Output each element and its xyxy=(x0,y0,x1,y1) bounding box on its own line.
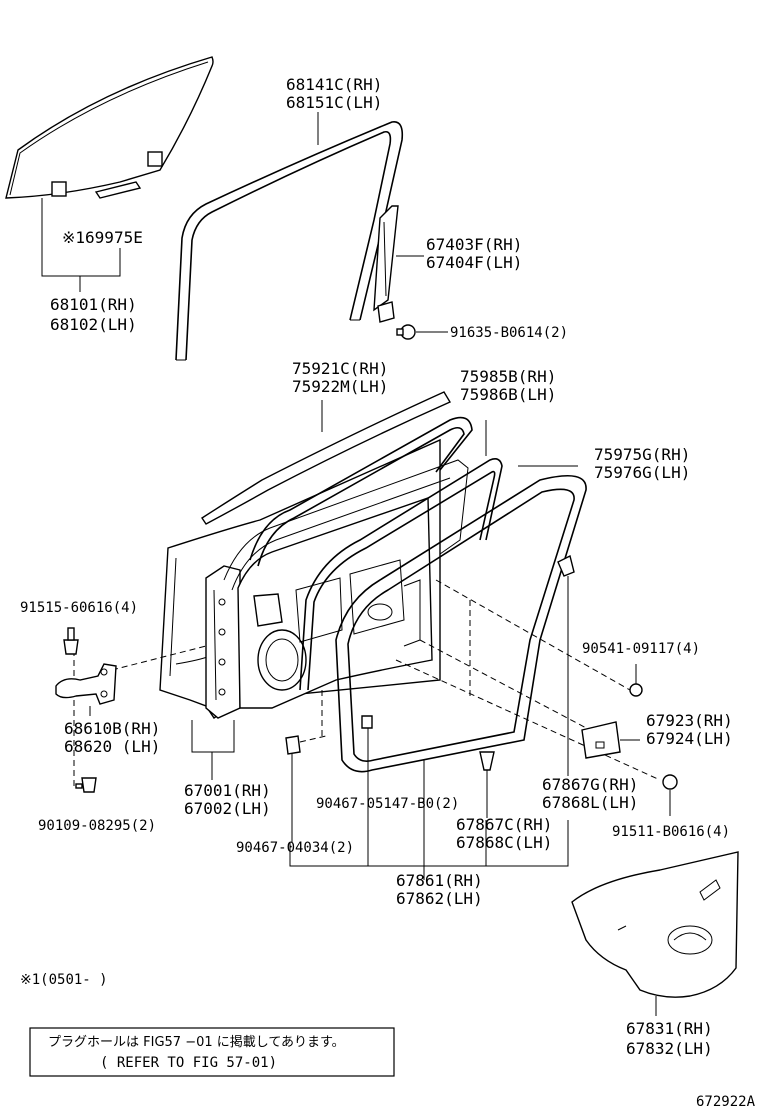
label-clip-90541: 90541-09117(4) xyxy=(582,641,700,657)
label-service-cover-rh: 67923(RH) xyxy=(646,711,733,730)
label-trim-board-lh: 67832(LH) xyxy=(626,1039,713,1058)
label-trim-board-rh: 67831(RH) xyxy=(626,1019,713,1038)
belt-molding-drawing xyxy=(201,391,452,525)
small-parts xyxy=(55,554,678,842)
label-service-cover-lh: 67924(LH) xyxy=(646,729,733,748)
label-weatherstrip-outer-rh: 75985B(RH) xyxy=(460,367,556,386)
door-panel-drawing xyxy=(159,438,469,780)
label-weatherstrip-inner-lh: 75976G(LH) xyxy=(594,463,690,482)
label-hinge-lh: 68620 (LH) xyxy=(64,737,160,756)
label-bolt-91511: 91511-B0616(4) xyxy=(612,824,730,840)
label-clip-67867c-lh: 67868C(LH) xyxy=(456,833,552,852)
label-rear-channel-lh: 67404F(LH) xyxy=(426,253,522,272)
rear-channel-drawing xyxy=(373,205,448,340)
label-brackets xyxy=(289,790,569,880)
label-run-channel-lh: 68151C(LH) xyxy=(286,93,382,112)
door-weatherstrip-drawing xyxy=(335,474,587,880)
label-rear-channel-rh: 67403F(RH) xyxy=(426,235,522,254)
label-hinge-rh: 68610B(RH) xyxy=(64,719,160,738)
leader-lines xyxy=(73,579,661,790)
label-glass-note: ※169975E xyxy=(62,228,143,247)
label-clip-90467-a: 90467-04034(2) xyxy=(236,840,354,856)
label-window-glass-lh: 68102(LH) xyxy=(50,315,137,334)
label-weatherstrip-outer-lh: 75986B(LH) xyxy=(460,385,556,404)
label-door-weatherstrip-lh: 67862(LH) xyxy=(396,889,483,908)
part-labels: 68101(RH) 68102(LH) ※169975E 68141C(RH) … xyxy=(20,75,756,1110)
label-belt-molding-rh: 75921C(RH) xyxy=(292,359,388,378)
label-door-panel-lh: 67002(LH) xyxy=(184,799,271,818)
label-clip-67867g-lh: 67868L(LH) xyxy=(542,793,638,812)
label-window-glass-rh: 68101(RH) xyxy=(50,295,137,314)
label-hinge-bolt: 91515-60616(4) xyxy=(20,600,138,616)
reference-note-jp: プラグホールは FIG57 −01 に掲載してあります。 xyxy=(48,1034,345,1050)
reference-box-frame xyxy=(29,1027,395,1077)
figure-id: 672922A xyxy=(696,1094,756,1110)
label-date-note: ※1(0501- ) xyxy=(20,972,108,988)
inner-weatherstrip-drawing xyxy=(249,416,578,567)
label-clip-67867g-rh: 67867G(RH) xyxy=(542,775,638,794)
label-door-panel-rh: 67001(RH) xyxy=(184,781,271,800)
run-channel-drawing xyxy=(175,112,404,361)
label-run-channel-rh: 68141C(RH) xyxy=(286,75,382,94)
label-channel-bolt: 91635-B0614(2) xyxy=(450,325,568,341)
label-belt-molding-lh: 75922M(LH) xyxy=(292,377,388,396)
label-clip-67867c-rh: 67867C(RH) xyxy=(456,815,552,834)
label-hinge-bolt-lower: 90109-08295(2) xyxy=(38,818,156,834)
reference-note-en: ( REFER TO FIG 57-01) xyxy=(100,1055,277,1071)
label-door-weatherstrip-rh: 67861(RH) xyxy=(396,871,483,890)
trim-board-drawing xyxy=(571,851,739,1016)
label-clip-90467-b: 90467-05147-B0(2) xyxy=(316,796,459,812)
window-glass-drawing xyxy=(5,56,214,292)
outer-weatherstrip-drawing xyxy=(299,420,503,691)
label-weatherstrip-inner-rh: 75975G(RH) xyxy=(594,445,690,464)
